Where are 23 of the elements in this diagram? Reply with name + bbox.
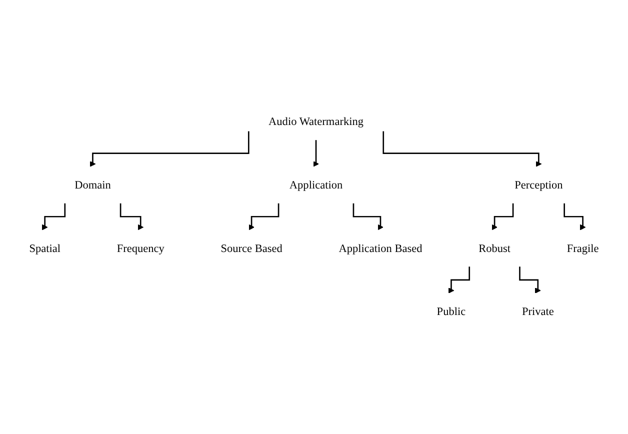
arrow bbox=[448, 267, 470, 294]
arrow bbox=[90, 132, 250, 168]
node-text: Fragile bbox=[566, 242, 599, 255]
node-text: Robust bbox=[478, 242, 511, 255]
node-text: Public bbox=[436, 305, 466, 318]
arrow bbox=[519, 267, 541, 294]
arrow bbox=[492, 204, 514, 230]
node-text: Frequency bbox=[116, 242, 164, 255]
arrow bbox=[313, 140, 319, 168]
arrow bbox=[382, 132, 542, 168]
node-text: Application bbox=[289, 178, 343, 192]
arrow bbox=[352, 204, 384, 230]
node-text: Application Based bbox=[338, 242, 422, 255]
node-text: Source Based bbox=[220, 242, 282, 255]
arrow bbox=[564, 204, 586, 230]
arrow bbox=[120, 204, 144, 230]
node-text: Domain bbox=[74, 178, 111, 192]
node-text: Audio Watermarking bbox=[268, 116, 364, 128]
node-text: Spatial bbox=[29, 242, 61, 255]
node-text: Perception bbox=[514, 178, 563, 192]
arrow bbox=[248, 204, 280, 230]
arrow bbox=[42, 204, 66, 230]
node-text: Private bbox=[522, 305, 554, 318]
